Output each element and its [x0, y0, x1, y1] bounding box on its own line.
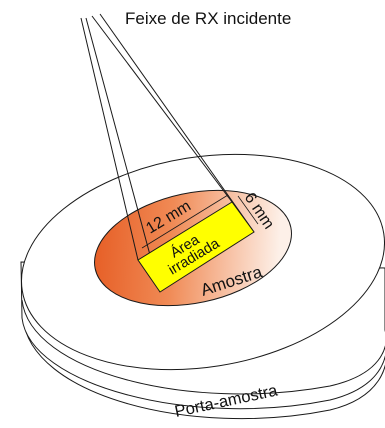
irradiated-area — [137, 201, 255, 293]
beam-label: Feixe de RX incidente — [125, 9, 291, 28]
beam-line — [99, 13, 255, 233]
beam-line — [85, 17, 161, 293]
beam-line — [91, 15, 233, 203]
dimension-line-12mm — [141, 194, 229, 249]
holder-groove — [21, 299, 385, 395]
beam-line — [80, 17, 139, 261]
holder-bottom-edge — [22, 317, 385, 420]
dimension-line-6mm — [237, 195, 259, 225]
xray-beam — [80, 13, 255, 293]
